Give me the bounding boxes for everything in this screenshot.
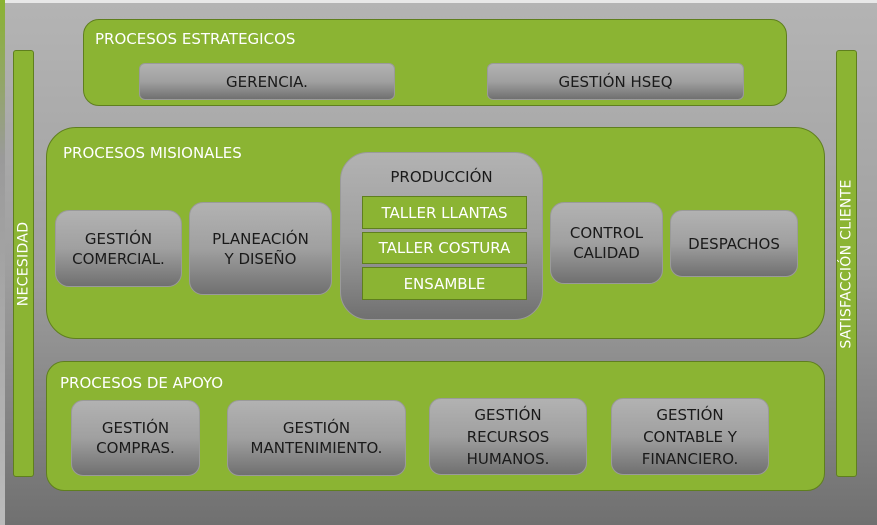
line: PLANEACIÓN [212, 229, 309, 248]
line: COMPRAS. [96, 439, 175, 457]
gerencia-box: GERENCIA. [139, 63, 395, 100]
apoyo-title: PROCESOS DE APOYO [60, 374, 224, 392]
line: RECURSOS [466, 427, 550, 446]
line: CALIDAD [573, 244, 640, 262]
line: GESTIÓN [282, 419, 351, 437]
line: HUMANOS. [466, 449, 550, 468]
line: MANTENIMIENTO. [250, 439, 383, 457]
taller-llantas: TALLER LLANTAS [362, 196, 527, 229]
top-strip [0, 0, 877, 3]
gerencia-label: GERENCIA. [226, 72, 308, 91]
line: GESTIÓN [656, 405, 724, 424]
rrhh-box: GESTIÓN RECURSOS HUMANOS. [429, 398, 587, 475]
satisfaccion-bar: SATISFACCIÓN CLIENTE [836, 50, 857, 477]
despachos-box: DESPACHOS [670, 210, 798, 277]
line: GESTIÓN [84, 229, 153, 248]
line: CONTABLE Y [643, 427, 737, 446]
necesidad-bar: NECESIDAD [13, 50, 34, 477]
hseq-label: GESTIÓN HSEQ [558, 72, 673, 91]
estrategicos-title: PROCESOS ESTRATEGICOS [95, 30, 296, 48]
hseq-box: GESTIÓN HSEQ [487, 63, 744, 100]
line: GESTIÓN [101, 419, 170, 437]
contable-box: GESTIÓN CONTABLE Y FINANCIERO. [611, 398, 769, 475]
produccion-title: PRODUCCIÓN [390, 168, 493, 186]
compras-box: GESTIÓN COMPRAS. [71, 400, 200, 476]
mantenimiento-box: GESTIÓN MANTENIMIENTO. [227, 400, 406, 476]
despachos-label: DESPACHOS [688, 234, 780, 253]
necesidad-label: NECESIDAD [15, 221, 32, 306]
line: Y DISEÑO [224, 249, 297, 268]
misionales-title: PROCESOS MISIONALES [63, 144, 242, 162]
line: FINANCIERO. [641, 449, 739, 468]
line: GESTIÓN [474, 405, 542, 424]
satisfaccion-label: SATISFACCIÓN CLIENTE [838, 178, 855, 349]
left-edge [0, 0, 5, 525]
line: CONTROL [569, 224, 644, 242]
taller-costura: TALLER COSTURA [362, 232, 527, 264]
line: COMERCIAL. [72, 249, 165, 268]
control-calidad-box: CONTROL CALIDAD [550, 202, 663, 284]
ensamble: ENSAMBLE [362, 267, 527, 300]
